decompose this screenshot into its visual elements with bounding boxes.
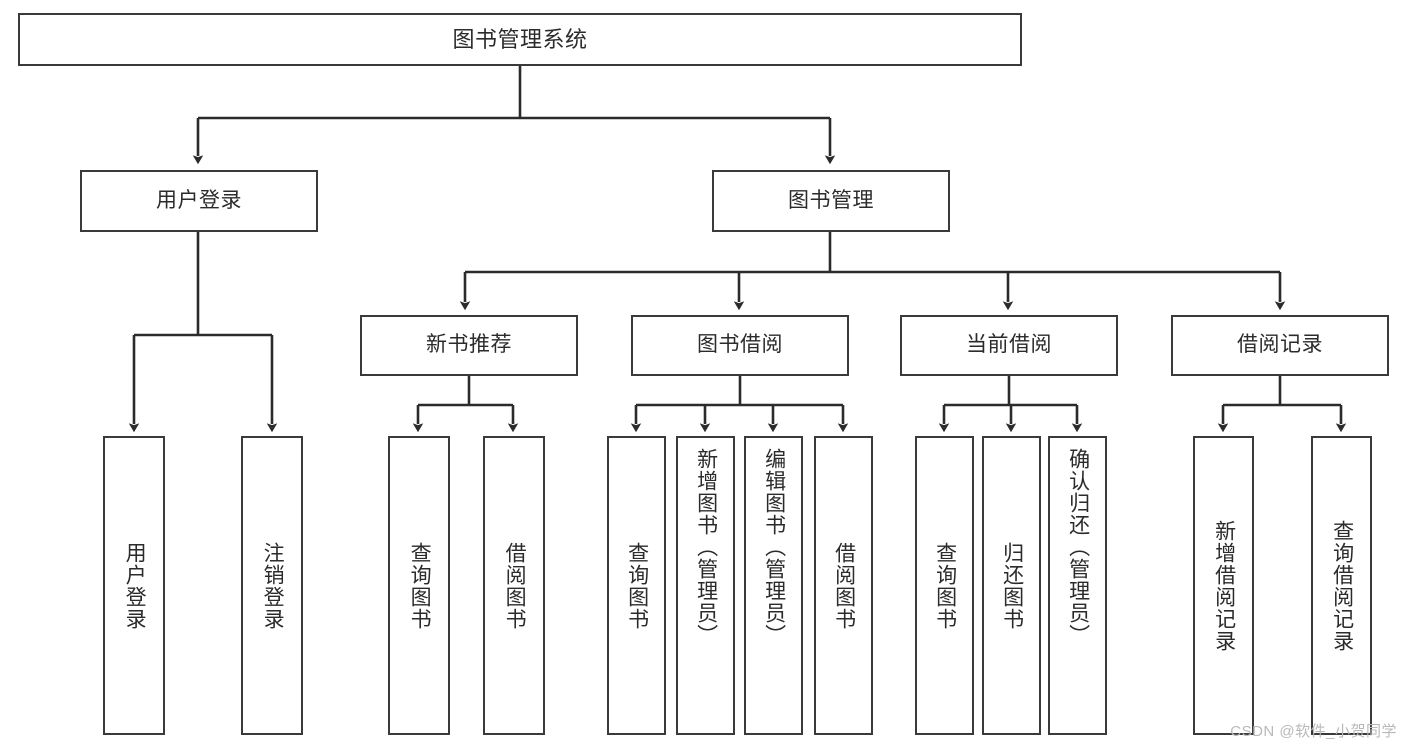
node-label: 图书管理 (788, 188, 874, 212)
node-new-book-recommend[interactable]: 新书推荐 (360, 315, 578, 376)
leaf-logout-login[interactable]: 注销登录 (241, 436, 303, 735)
leaf-borrow-book[interactable]: 借阅图书 (814, 436, 873, 735)
node-label: 查询借阅记录 (1330, 519, 1354, 652)
node-label: 借阅记录 (1237, 333, 1323, 357)
node-label: 借阅图书 (832, 541, 856, 630)
leaf-add-book-admin[interactable]: 新增图书（管理员） (676, 436, 735, 735)
csdn-watermark: CSDN @软件_小贺同学 (1230, 723, 1397, 740)
node-current-borrow[interactable]: 当前借阅 (900, 315, 1118, 376)
leaf-return-book[interactable]: 归还图书 (982, 436, 1041, 735)
node-label: 编辑图书（管理员） (762, 448, 786, 646)
node-label: 确认归还（管理员） (1066, 448, 1090, 646)
node-label: 当前借阅 (966, 333, 1052, 357)
node-root-book-management-system[interactable]: 图书管理系统 (18, 13, 1022, 66)
node-label: 新增借阅记录 (1212, 519, 1236, 652)
node-book-borrow[interactable]: 图书借阅 (631, 315, 849, 376)
node-label: 图书借阅 (697, 333, 783, 357)
node-label: 归还图书 (1000, 541, 1024, 630)
node-borrow-record[interactable]: 借阅记录 (1171, 315, 1389, 376)
node-label: 注销登录 (261, 541, 285, 630)
leaf-user-login[interactable]: 用户登录 (103, 436, 165, 735)
leaf-confirm-return-admin[interactable]: 确认归还（管理员） (1048, 436, 1107, 735)
node-label: 用户登录 (123, 541, 147, 630)
leaf-edit-book-admin[interactable]: 编辑图书（管理员） (744, 436, 803, 735)
leaf-query-borrow-record[interactable]: 查询借阅记录 (1311, 436, 1372, 735)
node-label: 借阅图书 (503, 541, 527, 630)
node-label: 新增图书（管理员） (694, 448, 718, 646)
node-user-login[interactable]: 用户登录 (80, 170, 318, 232)
node-label: 用户登录 (156, 188, 242, 212)
leaf-borrow-book-recommend[interactable]: 借阅图书 (483, 436, 545, 735)
node-label: 新书推荐 (426, 333, 512, 357)
node-book-management[interactable]: 图书管理 (712, 170, 950, 232)
node-label: 查询图书 (408, 541, 432, 630)
node-label: 查询图书 (625, 541, 649, 630)
leaf-add-borrow-record[interactable]: 新增借阅记录 (1193, 436, 1254, 735)
leaf-query-book-current[interactable]: 查询图书 (915, 436, 974, 735)
node-label: 查询图书 (933, 541, 957, 630)
leaf-query-book-recommend[interactable]: 查询图书 (388, 436, 450, 735)
node-label: 图书管理系统 (452, 26, 588, 52)
leaf-query-book-borrow[interactable]: 查询图书 (607, 436, 666, 735)
